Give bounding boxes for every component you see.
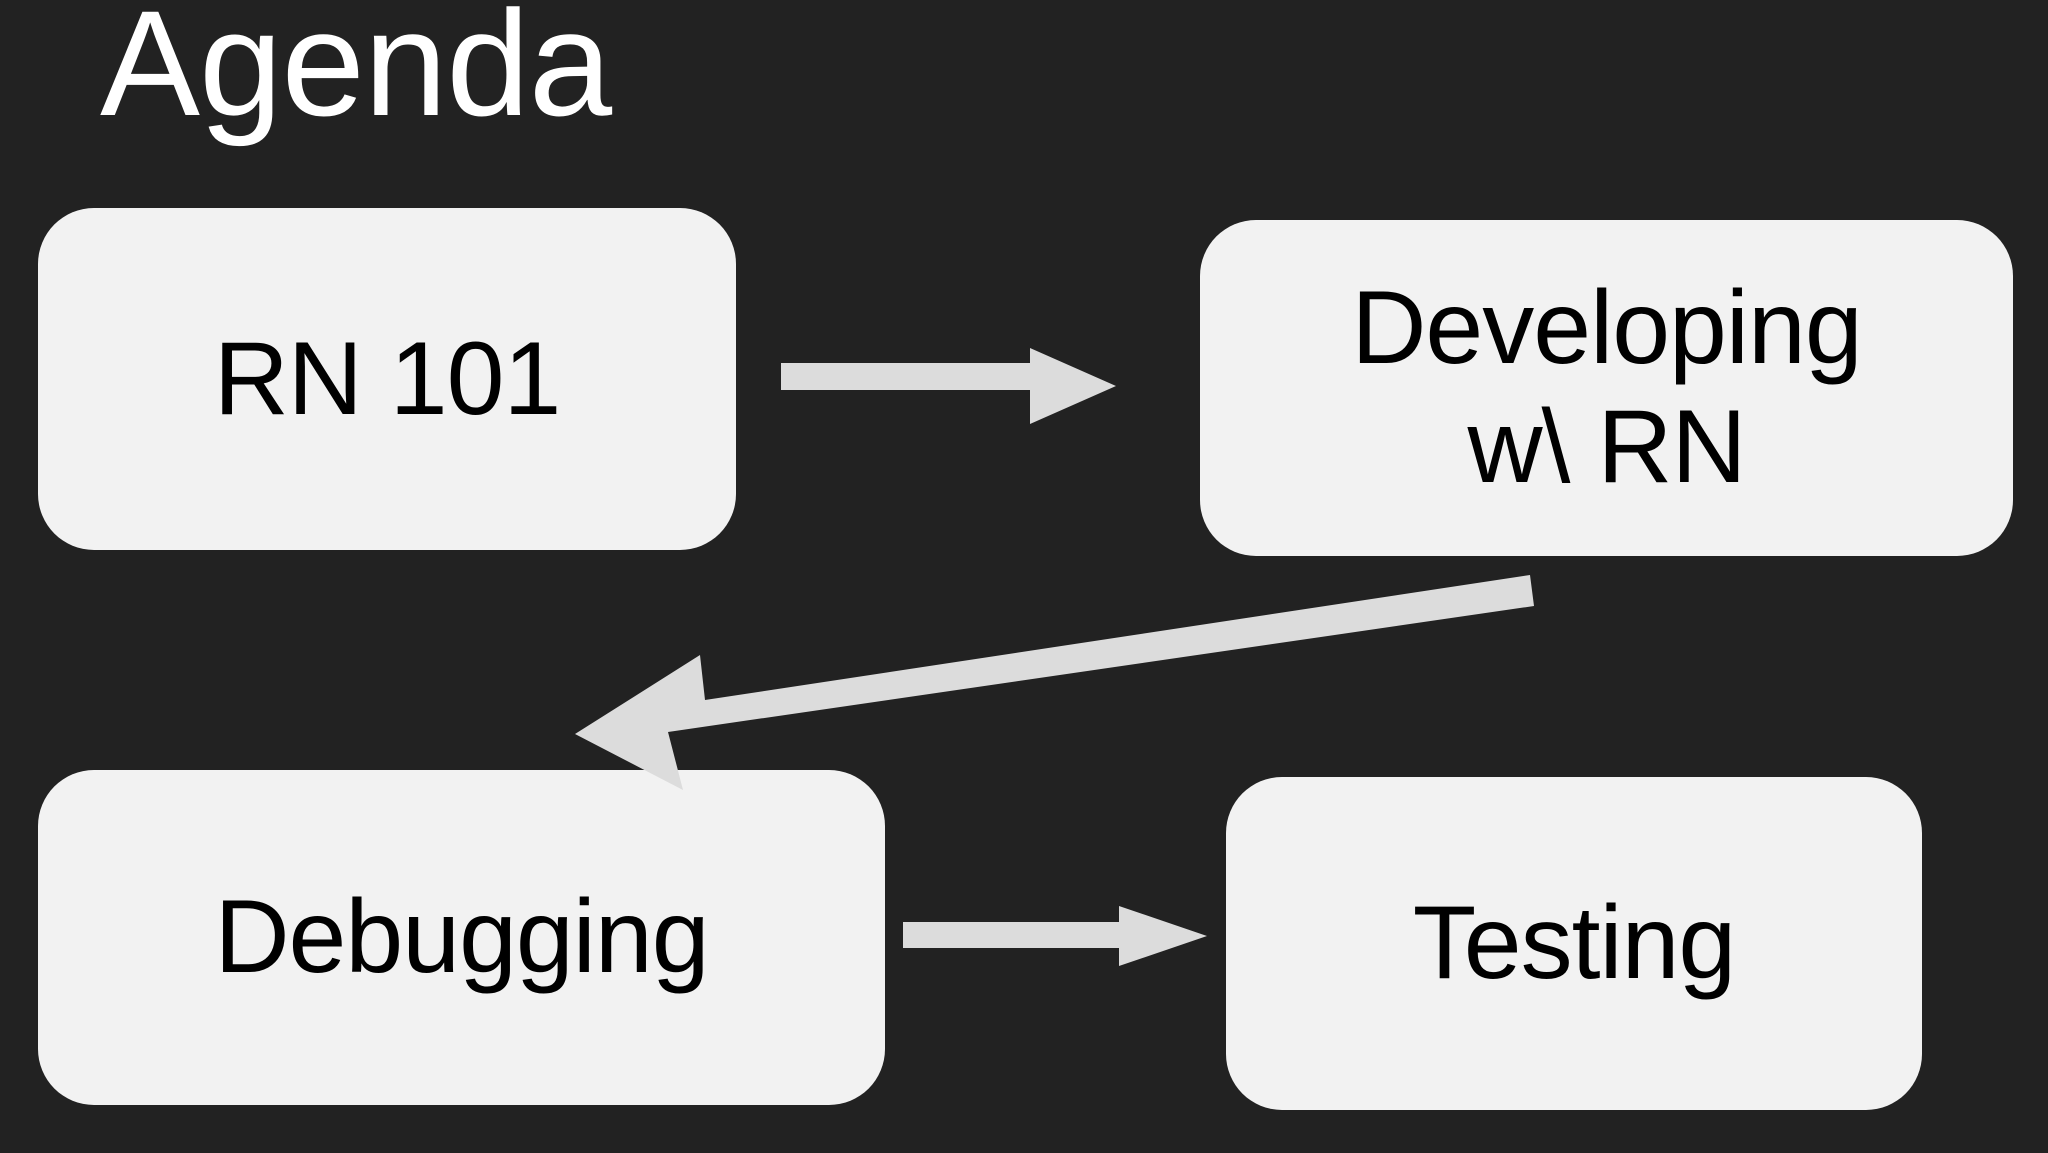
page-title: Agenda (100, 0, 612, 147)
arrow-rn101-to-developing-icon (781, 348, 1116, 424)
node-label-testing: Testing (1412, 885, 1737, 1002)
node-developing-with-rn[interactable]: Developing w\ RN (1200, 220, 2013, 556)
node-debugging[interactable]: Debugging (38, 770, 885, 1105)
node-testing[interactable]: Testing (1226, 777, 1922, 1110)
node-rn-101[interactable]: RN 101 (38, 208, 736, 550)
arrow-developing-to-debugging-icon (575, 575, 1534, 790)
node-label-rn-101: RN 101 (213, 320, 562, 437)
node-label-debugging: Debugging (214, 879, 709, 996)
node-label-developing-with-rn: Developing w\ RN (1351, 270, 1862, 505)
arrow-debugging-to-testing-icon (903, 906, 1207, 966)
